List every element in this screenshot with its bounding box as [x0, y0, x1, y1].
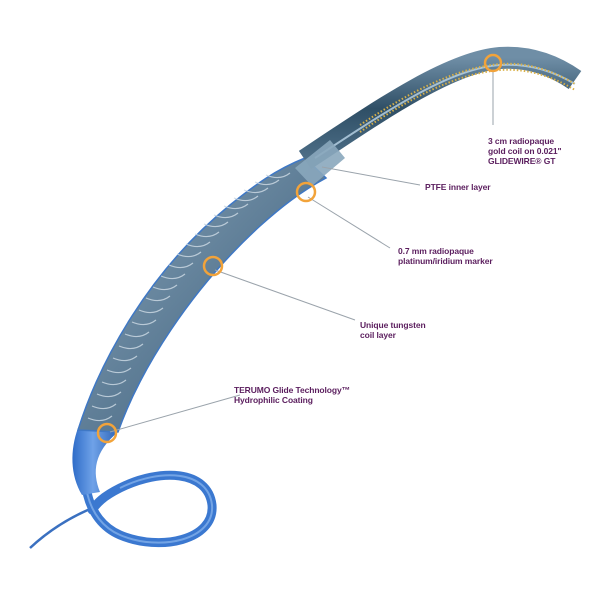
label-ptfe: PTFE inner layer	[425, 182, 491, 192]
blue-loop	[80, 435, 217, 548]
ring-gold-coil	[483, 53, 503, 73]
label-line: GLIDEWIRE® GT	[488, 156, 556, 166]
label-line: 0.7 mm radiopaque	[398, 246, 474, 256]
label-line: 3 cm radiopaque	[488, 136, 555, 146]
label-line: Hydrophilic Coating	[234, 395, 313, 405]
callout-rings	[96, 53, 503, 444]
label-gold-coil: 3 cm radiopaque gold coil on 0.021" GLID…	[488, 136, 562, 166]
label-line: TERUMO Glide Technology™	[234, 385, 350, 395]
label-line: gold coil on 0.021"	[488, 146, 562, 156]
ring-ptfe	[295, 181, 317, 203]
ptfe-inner-tube	[295, 140, 345, 186]
label-tungsten: Unique tungsten coil layer	[360, 320, 426, 340]
label-line: coil layer	[360, 330, 396, 340]
label-marker: 0.7 mm radiopaque platinum/iridium marke…	[398, 246, 493, 266]
label-coating: TERUMO Glide Technology™ Hydrophilic Coa…	[234, 385, 350, 405]
leader-lines	[109, 70, 494, 433]
label-line: platinum/iridium marker	[398, 256, 493, 266]
gold-coil	[359, 62, 576, 126]
ring-coating	[96, 422, 118, 444]
ring-tungsten	[202, 255, 224, 277]
hydrophilic-section	[72, 428, 118, 495]
label-line: Unique tungsten	[360, 320, 426, 330]
label-line: PTFE inner layer	[425, 182, 491, 192]
tungsten-coil-ridges	[87, 172, 291, 422]
guidewire	[298, 46, 582, 170]
